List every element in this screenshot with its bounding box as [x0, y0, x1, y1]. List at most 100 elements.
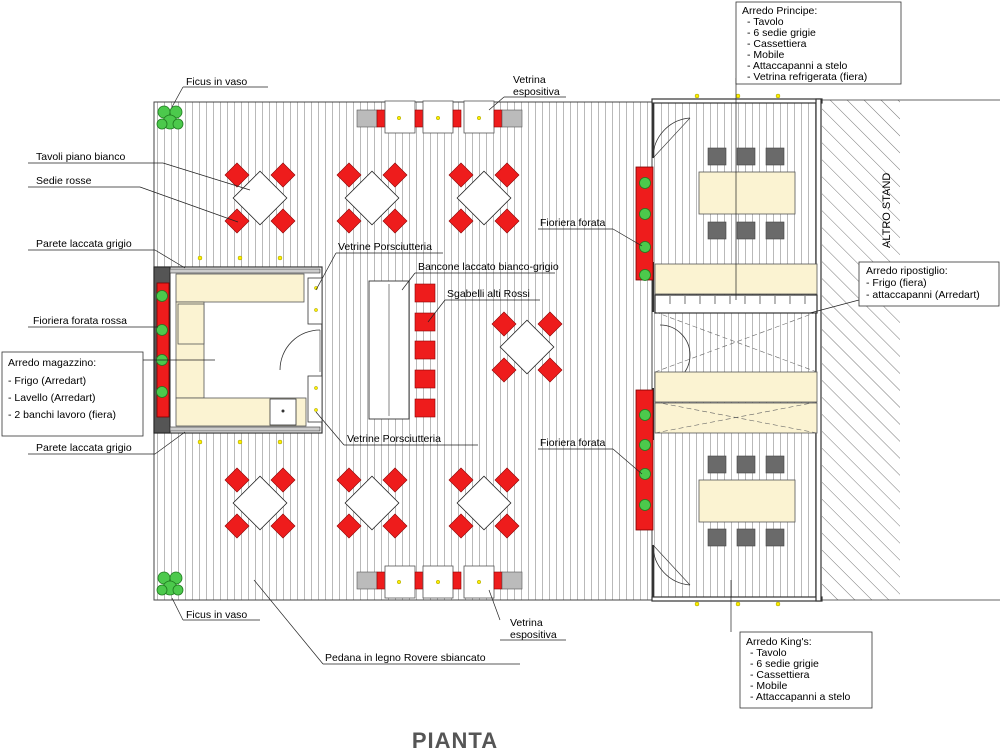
red-chair: [382, 208, 408, 234]
box-kings-item: - Mobile: [750, 680, 788, 692]
offices-area: [651, 98, 823, 602]
red-chair: [270, 162, 296, 188]
red-chair: [537, 311, 563, 337]
red-chair: [382, 467, 408, 493]
red-chair: [270, 467, 296, 493]
white-table: [232, 475, 288, 531]
table-set: [336, 162, 408, 234]
kings-table: [698, 479, 796, 523]
label-vetrina-top-1: Vetrina: [513, 74, 546, 86]
red-chair: [270, 513, 296, 539]
red-chair: [494, 513, 520, 539]
label-parete-bottom: Parete laccata grigio: [36, 442, 132, 454]
vetrina-porsc-top: [307, 277, 323, 325]
red-chair: [336, 208, 362, 234]
bancone: [368, 280, 410, 420]
box-kings-item: - 6 sedie grigie: [750, 658, 819, 670]
red-chair: [336, 162, 362, 188]
red-chair: [448, 513, 474, 539]
altro-stand-label: ALTRO STAND: [881, 173, 893, 248]
red-chair: [224, 208, 250, 234]
box-kings-item: - Tavolo: [750, 647, 787, 659]
label-vetrina-bottom-2: espositiva: [510, 629, 557, 641]
red-chair: [382, 513, 408, 539]
label-bancone: Bancone laccato bianco-grigio: [418, 261, 559, 273]
box-ripostiglio-item: - attaccapanni (Arredart): [866, 289, 980, 301]
label-vetrine-porsc-bottom: Vetrine Porsciutteria: [347, 433, 441, 445]
box-kings-item: - Attaccapanni a stelo: [750, 691, 851, 703]
red-chair: [494, 467, 520, 493]
kings-office: [698, 455, 796, 547]
vetrina-espositiva-top: [356, 100, 523, 134]
label-fioriera-bottom: Fioriera forata: [540, 437, 606, 449]
box-kings: Arredo King's: - Tavolo - 6 sedie grigie…: [739, 631, 873, 709]
red-chair: [494, 162, 520, 188]
page-title: PIANTA: [412, 728, 498, 750]
table-set: [336, 467, 408, 539]
box-principe-item: - Attaccapanni a stelo: [747, 60, 848, 72]
box-principe-item: - Cassettiera: [747, 38, 807, 50]
principe-office: [698, 147, 796, 240]
box-principe-item: - 6 sedie grigie: [747, 27, 816, 39]
box-kings-item: - Cassettiera: [750, 669, 810, 681]
fioriera-rossa: [156, 282, 170, 418]
white-table: [232, 170, 288, 226]
table-set: [224, 467, 296, 539]
table-set: [448, 162, 520, 234]
box-principe-item: - Mobile: [747, 49, 785, 61]
fioriera-forata-top: [635, 166, 654, 281]
red-chair: [448, 467, 474, 493]
box-ripostiglio-item: - Frigo (fiera): [866, 277, 927, 289]
sgabelli: [414, 283, 436, 418]
label-vetrina-bottom-1: Vetrina: [510, 617, 543, 629]
red-chair: [336, 513, 362, 539]
principe-table: [698, 171, 796, 215]
red-chair: [494, 208, 520, 234]
label-pedana: Pedana in legno Rovere sbiancato: [325, 652, 486, 664]
box-principe-item: - Tavolo: [747, 16, 784, 28]
label-vetrina-top-2: espositiva: [513, 86, 560, 98]
red-chair: [491, 357, 517, 383]
label-ficus-top: Ficus in vaso: [186, 76, 247, 88]
label-sgabelli: Sgabelli alti Rossi: [447, 288, 530, 300]
label-tavoli: Tavoli piano bianco: [36, 151, 125, 163]
white-table: [499, 319, 555, 375]
workbench-top: [175, 273, 305, 303]
table-set: [224, 162, 296, 234]
fioriera-forata-bottom: [635, 389, 654, 531]
label-fioriera-top: Fioriera forata: [540, 217, 606, 229]
white-table: [344, 475, 400, 531]
white-table: [344, 170, 400, 226]
label-ficus-bottom: Ficus in vaso: [186, 609, 247, 621]
box-principe-item: - Vetrina refrigerata (fiera): [747, 71, 867, 83]
red-chair: [336, 467, 362, 493]
table-sets: [224, 162, 563, 539]
vetrina-porsc-bottom: [307, 375, 323, 423]
box-principe: Arredo Principe: - Tavolo - 6 sedie grig…: [735, 1, 902, 85]
vetrina-espositiva-bottom: [356, 565, 523, 599]
red-chair: [537, 357, 563, 383]
red-chair: [270, 208, 296, 234]
table-set: [491, 311, 563, 383]
red-chair: [224, 467, 250, 493]
box-principe-title: Arredo Principe:: [742, 5, 817, 17]
ficus-top-icon: [156, 105, 184, 130]
ficus-bottom-icon: [156, 571, 184, 596]
label-parete-top: Parete laccata grigio: [36, 238, 132, 250]
box-ripostiglio: Arredo ripostiglio: - Frigo (fiera) - at…: [858, 261, 1000, 307]
box-magazzino-item: - Frigo (Arredart): [8, 375, 86, 387]
lamps: [197, 93, 781, 607]
label-sedie: Sedie rosse: [36, 175, 92, 187]
label-vetrine-porsc-top: Vetrine Porsciutteria: [338, 241, 432, 253]
storage-fridge: [654, 371, 818, 403]
white-table: [456, 170, 512, 226]
box-kings-title: Arredo King's:: [746, 636, 812, 648]
box-magazzino-title: Arredo magazzino:: [8, 357, 96, 369]
red-chair: [491, 311, 517, 337]
leader-lines: [28, 78, 860, 665]
box-magazzino: Arredo magazzino: - Frigo (Arredart) - L…: [1, 351, 144, 437]
box-ripostiglio-title: Arredo ripostiglio:: [866, 265, 948, 277]
magazzino: [153, 266, 323, 434]
box-magazzino-item: - 2 banchi lavoro (fiera): [8, 409, 116, 421]
